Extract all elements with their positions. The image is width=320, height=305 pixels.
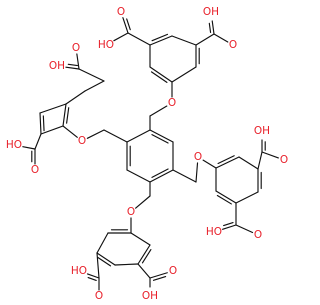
bond-line [126, 18, 131, 31]
bond-line [216, 194, 232, 205]
hydroxyl-label: HO [206, 226, 222, 238]
bond-line [217, 155, 235, 165]
hydroxyl-label: OH [142, 290, 158, 300]
hydroxyl-label: HO [71, 265, 87, 277]
carbonyl-oxygen: O [229, 39, 237, 51]
carbonyl-oxygen: O [169, 265, 177, 277]
bond-line [257, 151, 263, 170]
bond-line [65, 90, 86, 105]
bond-line [151, 33, 169, 42]
bond-line [76, 53, 80, 70]
bond-line [130, 232, 151, 246]
bond-line [152, 276, 167, 281]
bond-line [149, 272, 168, 279]
bond-line [151, 134, 169, 144]
bond-line [215, 156, 240, 169]
bond-line [126, 169, 151, 183]
carbonyl-oxygen: O [254, 229, 262, 241]
bond-line [65, 66, 80, 70]
bond-line [67, 63, 79, 67]
bond-line [97, 256, 112, 267]
bond-line [141, 248, 152, 264]
bond-line [149, 105, 168, 117]
bond-line [195, 162, 199, 183]
bond-line [66, 107, 70, 124]
bond-line [137, 244, 151, 265]
carbonyl-oxygen: O [72, 42, 80, 54]
bond-line [96, 252, 116, 266]
carbonyl-oxygen: O [31, 164, 39, 176]
bond-line [86, 129, 105, 139]
bond-line [261, 151, 279, 159]
bond-line [211, 20, 215, 35]
bond-line [238, 156, 259, 170]
bond-line [171, 66, 197, 83]
bond-line [208, 22, 212, 34]
bond-line [103, 129, 128, 143]
bond-line [235, 224, 254, 234]
bond-line [215, 190, 237, 204]
bond-line [149, 129, 174, 143]
bond-line [84, 80, 105, 92]
bond-line [171, 35, 197, 46]
bond-line [202, 159, 217, 169]
bond-line [122, 17, 129, 34]
hydroxyl-label: OH [203, 6, 219, 18]
bond-line [113, 32, 129, 42]
bond-line [86, 273, 100, 279]
ether-oxygen-bottom: O [127, 206, 135, 218]
bond-line [127, 32, 151, 46]
bond-line [149, 169, 174, 183]
bond-line [78, 68, 105, 82]
bond-line [135, 195, 151, 209]
hydroxyl-label: OH [254, 125, 270, 137]
bond-line [22, 146, 36, 150]
bond-line [96, 252, 100, 279]
carbonyl-oxygen: O [280, 154, 288, 166]
bond-line [137, 263, 151, 279]
bond-line [96, 232, 109, 254]
hydroxyl-label: HO [6, 139, 22, 151]
bond-line [149, 35, 173, 46]
bond-line [213, 33, 229, 43]
bond-line [39, 112, 42, 135]
bond-line [235, 191, 259, 204]
bond-line [34, 133, 42, 150]
bond-line [40, 125, 64, 135]
ether-oxygen-top: O [168, 97, 176, 109]
carbonyl-oxygen: O [117, 6, 125, 18]
hydroxyl-label: HO [98, 39, 114, 51]
hydroxyl-label: OH [49, 60, 65, 72]
bond-line [195, 33, 215, 46]
bond-line [87, 277, 97, 281]
ether-oxygen-left: O [78, 135, 86, 147]
bond-line [149, 66, 173, 83]
bonds-layer [22, 17, 279, 291]
bond-line [62, 125, 78, 138]
bond-line [172, 169, 197, 183]
bond-line [223, 222, 234, 227]
bond-line [126, 129, 151, 143]
carbonyl-oxygen: O [95, 290, 103, 300]
bond-line [42, 115, 45, 132]
bond-line [222, 224, 237, 230]
ether-oxygen-right: O [194, 151, 202, 163]
bond-line [151, 168, 169, 178]
bond-line [114, 263, 139, 266]
bond-line [62, 103, 67, 127]
bond-line [39, 103, 67, 114]
bond-line [150, 71, 168, 83]
